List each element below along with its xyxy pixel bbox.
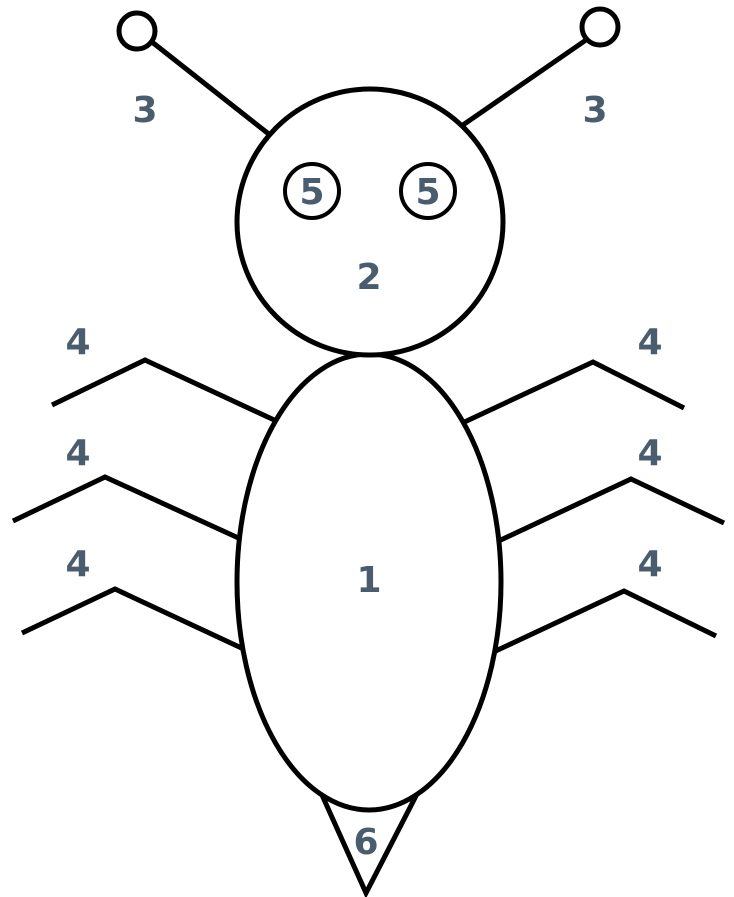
label-head: 2: [356, 257, 381, 298]
label-antenna-left: 3: [132, 90, 157, 131]
label-leg-right-1: 4: [637, 322, 662, 363]
leg-right-2: [490, 479, 724, 545]
label-body: 1: [356, 560, 381, 601]
label-leg-right-3: 4: [637, 544, 662, 585]
label-leg-right-2: 4: [637, 433, 662, 474]
leg-left-2: [13, 477, 245, 541]
leg-right-1: [458, 362, 684, 425]
label-leg-left-1: 4: [65, 322, 90, 363]
label-leg-left-2: 4: [65, 433, 90, 474]
leg-left-3: [22, 589, 250, 652]
antenna-left-tip: [119, 13, 155, 49]
label-antenna-right: 3: [582, 90, 607, 131]
label-eye-right: 5: [415, 172, 440, 213]
head: [237, 89, 503, 355]
antenna-right-tip: [582, 9, 618, 45]
leg-right-3: [485, 591, 716, 656]
label-stinger: 6: [353, 822, 378, 863]
label-eye-left: 5: [299, 172, 324, 213]
leg-left-1: [52, 360, 285, 425]
label-leg-left-3: 4: [65, 544, 90, 585]
